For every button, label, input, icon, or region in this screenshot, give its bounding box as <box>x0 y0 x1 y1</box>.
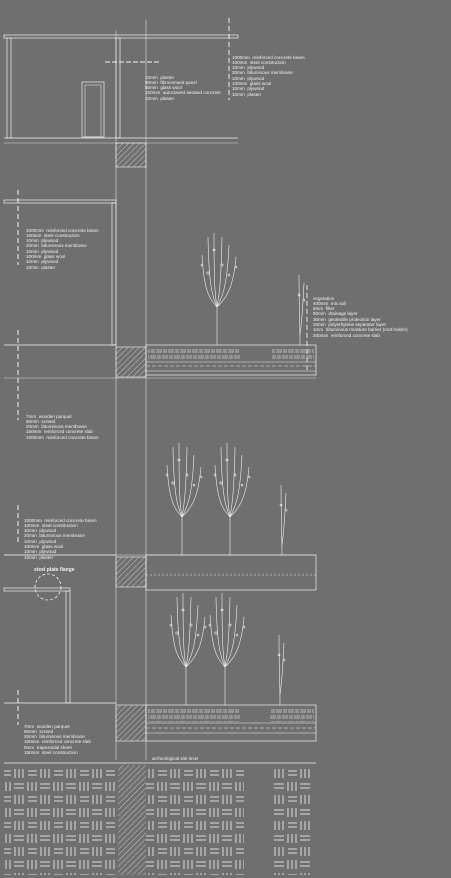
middle-wall-section <box>3 190 147 420</box>
note-steel-plate-flange: steel plate flange <box>34 567 75 573</box>
lower-wall-section <box>3 505 116 725</box>
green-roof-2 <box>115 442 317 591</box>
green-roof-1 <box>145 232 317 376</box>
green-roof-3 <box>115 592 317 742</box>
top-building-section <box>3 18 239 168</box>
note-archaeological-site-level: archeological site level <box>152 756 199 761</box>
archaeological-ground <box>4 762 316 875</box>
steel-plate-flange-marker <box>34 573 62 601</box>
